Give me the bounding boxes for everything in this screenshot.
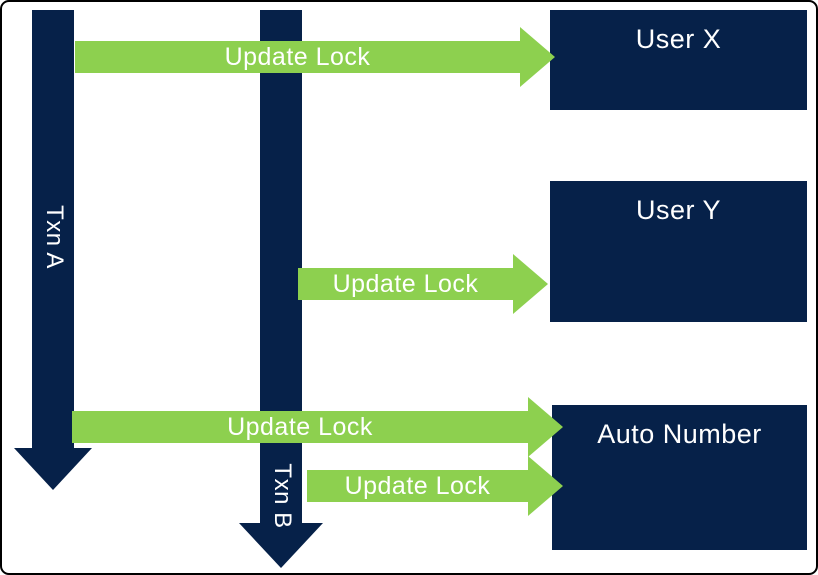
txn-a-timeline-bar (32, 10, 74, 448)
arrow-txn-a-to-user-x-arrowhead-icon (520, 27, 555, 87)
entity-box-user-y: User Y (550, 181, 807, 322)
entity-label-user-y: User Y (635, 195, 722, 225)
txn-a-down-arrowhead-icon (14, 448, 92, 490)
arrow-txn-a-to-auto-number: Update Lock (72, 411, 528, 443)
txn-a-label: Txn A (41, 205, 68, 269)
arrow-txn-a-to-user-x: Update Lock (75, 41, 520, 73)
arrow-txn-a-to-auto-number-arrowhead-icon (528, 397, 563, 457)
arrow-txn-b-to-user-y-label: Update Lock (332, 269, 479, 298)
txn-b-down-arrowhead-icon (239, 523, 323, 568)
arrow-txn-a-to-user-x-label: Update Lock (224, 42, 371, 71)
arrow-txn-b-to-user-y-arrowhead-icon (513, 254, 548, 314)
entity-label-auto-number: Auto Number (597, 419, 762, 449)
arrow-txn-b-to-user-y: Update Lock (298, 268, 513, 300)
entity-label-user-x: User X (635, 24, 722, 54)
arrow-txn-b-to-auto-number-label: Update Lock (344, 471, 491, 500)
entity-box-auto-number: Auto Number (552, 405, 807, 550)
txn-b-label: Txn B (269, 463, 296, 529)
arrow-txn-b-to-auto-number-arrowhead-icon (528, 456, 563, 516)
arrow-txn-a-to-auto-number-label: Update Lock (227, 412, 373, 441)
entity-box-user-x: User X (550, 10, 807, 110)
txn-b-timeline-bar (260, 10, 302, 523)
arrow-txn-b-to-auto-number: Update Lock (307, 470, 528, 502)
